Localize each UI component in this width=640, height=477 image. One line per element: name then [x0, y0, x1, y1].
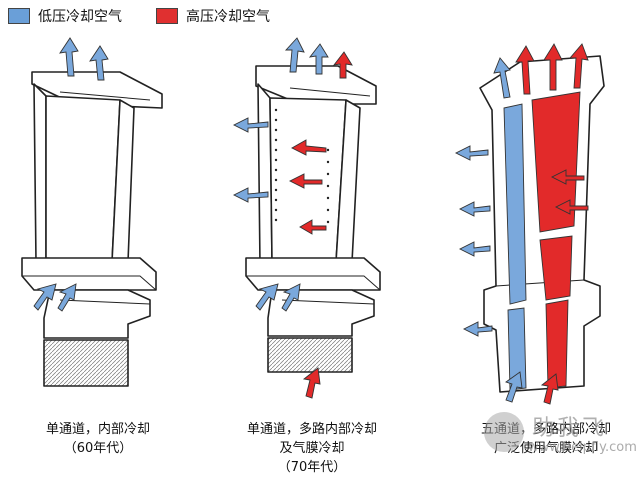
low-air-arrow [460, 242, 490, 256]
caption-blade-2: 单通道，多路内部冷却 及气膜冷却 （70年代） [222, 420, 402, 477]
watermark: 助我飞 www.helpfly.com [484, 408, 634, 462]
blade-2 [246, 66, 380, 372]
blade-1 [22, 72, 162, 386]
caption-line: 单通道，内部冷却 [18, 420, 178, 439]
caption-line: 及气膜冷却 [222, 439, 402, 458]
watermark-text: 助我飞 [532, 410, 607, 442]
caption-line: （60年代） [18, 439, 178, 458]
high-pressure-passage [532, 92, 580, 232]
low-air-arrow [456, 146, 488, 160]
low-air-arrow [460, 202, 490, 216]
caption-line: （70年代） [222, 458, 402, 477]
high-pressure-passage [546, 300, 568, 388]
caption-blade-1: 单通道，内部冷却 （60年代） [18, 420, 178, 458]
low-air-arrow [60, 38, 78, 76]
high-pressure-passage [540, 236, 572, 300]
watermark-url: www.helpfly.com [528, 440, 637, 455]
caption-line: 单通道，多路内部冷却 [222, 420, 402, 439]
watermark-logo-icon [484, 412, 524, 452]
